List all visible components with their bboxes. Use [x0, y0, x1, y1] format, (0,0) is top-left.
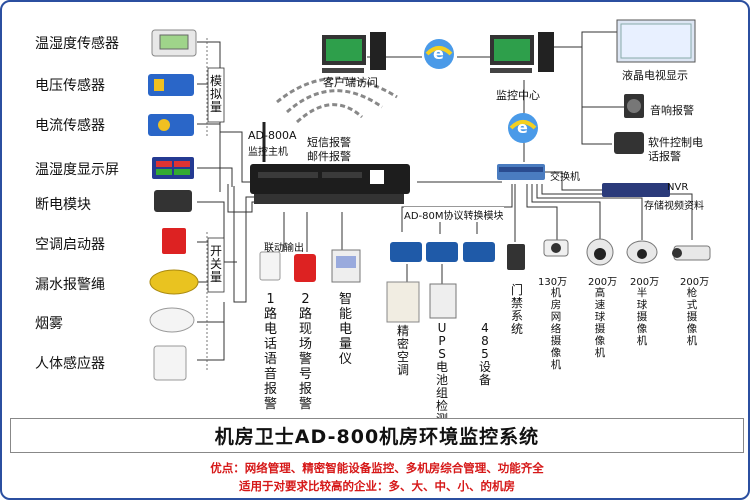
speaker-label: 音响报警: [650, 104, 694, 117]
phone-icon: [614, 132, 644, 154]
footer: 优点：网络管理、精密智能设备监控、多机房综合管理、功能齐全 适用于对要求比较高的…: [2, 454, 748, 498]
power-off-module-icon: [154, 190, 192, 212]
camera-icon: [543, 239, 569, 257]
camera-res: 200万: [588, 277, 618, 288]
converter-label: AD-80M协议转换模块: [404, 207, 504, 222]
voice-alarm-label: 1路电话语音报警: [263, 292, 277, 412]
sensor-label: 空调启动器: [35, 237, 105, 253]
siren-alarm-label: 2路现场警号报警: [298, 292, 312, 412]
current-sensor-icon: [148, 114, 194, 136]
siren-icon: [294, 254, 316, 282]
wireless-arcs: [276, 76, 398, 124]
sensor-icons: [148, 29, 199, 381]
precision-ac-icon: [386, 281, 420, 323]
sms-alarm-label: 短信报警: [307, 136, 351, 149]
host-unit-icon: [250, 122, 410, 204]
sensor-label: 烟雾: [35, 316, 63, 332]
ups-label: UPS电池组检测: [435, 321, 448, 426]
camera-res: 200万: [680, 277, 710, 288]
center-computer-icon: [490, 32, 554, 73]
camera-name: 机房网络摄像机: [550, 287, 562, 371]
ac-starter-icon: [162, 228, 186, 254]
nvr-desc: 存储视频资料: [644, 201, 704, 212]
advantages-text: 优点：网络管理、精密智能设备监控、多机房综合管理、功能齐全: [210, 461, 544, 475]
precision-ac-label: 精密空调: [396, 324, 409, 377]
svg-text:e: e: [517, 118, 528, 137]
switch-label: 开关量: [209, 244, 222, 284]
water-leak-rope-icon: [149, 269, 199, 295]
camera-res: 200万: [630, 277, 660, 288]
sensor-label: 电流传感器: [35, 118, 105, 134]
camera-icon: [626, 240, 658, 264]
nvr-model: NVR: [667, 182, 689, 193]
ups-icon: [429, 283, 457, 319]
power-meter-label: 智能电量仪: [338, 292, 352, 367]
analog-box: [207, 67, 225, 123]
rs485-label: 485设备: [478, 321, 491, 387]
sensor-label: 断电模块: [35, 197, 91, 213]
camera-name: 高速球摄像机: [594, 287, 606, 359]
camera-icon: [672, 245, 711, 261]
converter-2-icon: [426, 242, 458, 262]
smoke-detector-icon: [149, 307, 195, 333]
client-access-label: 客户端访问: [323, 76, 378, 89]
sensor-label: 电压传感器: [35, 78, 105, 94]
analog-label: 模拟量: [209, 74, 222, 114]
sensor-label: 人体感应器: [35, 356, 105, 372]
monitor-center-label: 监控中心: [496, 89, 540, 102]
camera-name: 半球摄像机: [636, 287, 648, 347]
suitable-text: 适用于对要求比较高的企业：多、大、中、小、的机房: [239, 479, 515, 493]
host-name: 监控主机: [248, 147, 288, 158]
sensor-label: 温湿度传感器: [35, 36, 119, 52]
svg-text:e: e: [433, 44, 444, 63]
ie-globe-icon: e: [424, 39, 454, 69]
converter-1-icon: [390, 242, 422, 262]
ie-globe-icon: e: [508, 113, 538, 143]
sensor-label: 温湿度显示屏: [35, 162, 119, 178]
camera-res: 130万: [538, 277, 568, 288]
switch-box: [207, 237, 225, 293]
motion-sensor-icon: [153, 345, 187, 381]
access-control-label: 门禁系统: [510, 283, 523, 336]
converter-3-icon: [463, 242, 495, 262]
lcd-label: 液晶电视显示: [622, 69, 688, 82]
switch-device-label: 交换机: [550, 172, 580, 183]
phone-label: 软件控制电话报警: [648, 136, 703, 163]
access-control-icon: [507, 244, 525, 270]
camera-name: 枪式摄像机: [686, 287, 698, 347]
host-model: AD-800A: [248, 129, 297, 142]
page-title: 机房卫士AD-800机房环境监控系统: [214, 426, 540, 448]
title-bar: 机房卫士AD-800机房环境监控系统: [10, 418, 744, 453]
voice-alarm-icon: [259, 251, 281, 281]
nvr-icon: [602, 183, 670, 197]
camera-icon: [586, 238, 614, 266]
temp-display-screen-icon: [152, 157, 194, 179]
sensor-label: 漏水报警绳: [35, 277, 105, 293]
client-computer-icon: [322, 32, 386, 73]
mail-alarm-label: 邮件报警: [307, 150, 351, 163]
linkage-output-label: 联动输出: [264, 243, 304, 254]
